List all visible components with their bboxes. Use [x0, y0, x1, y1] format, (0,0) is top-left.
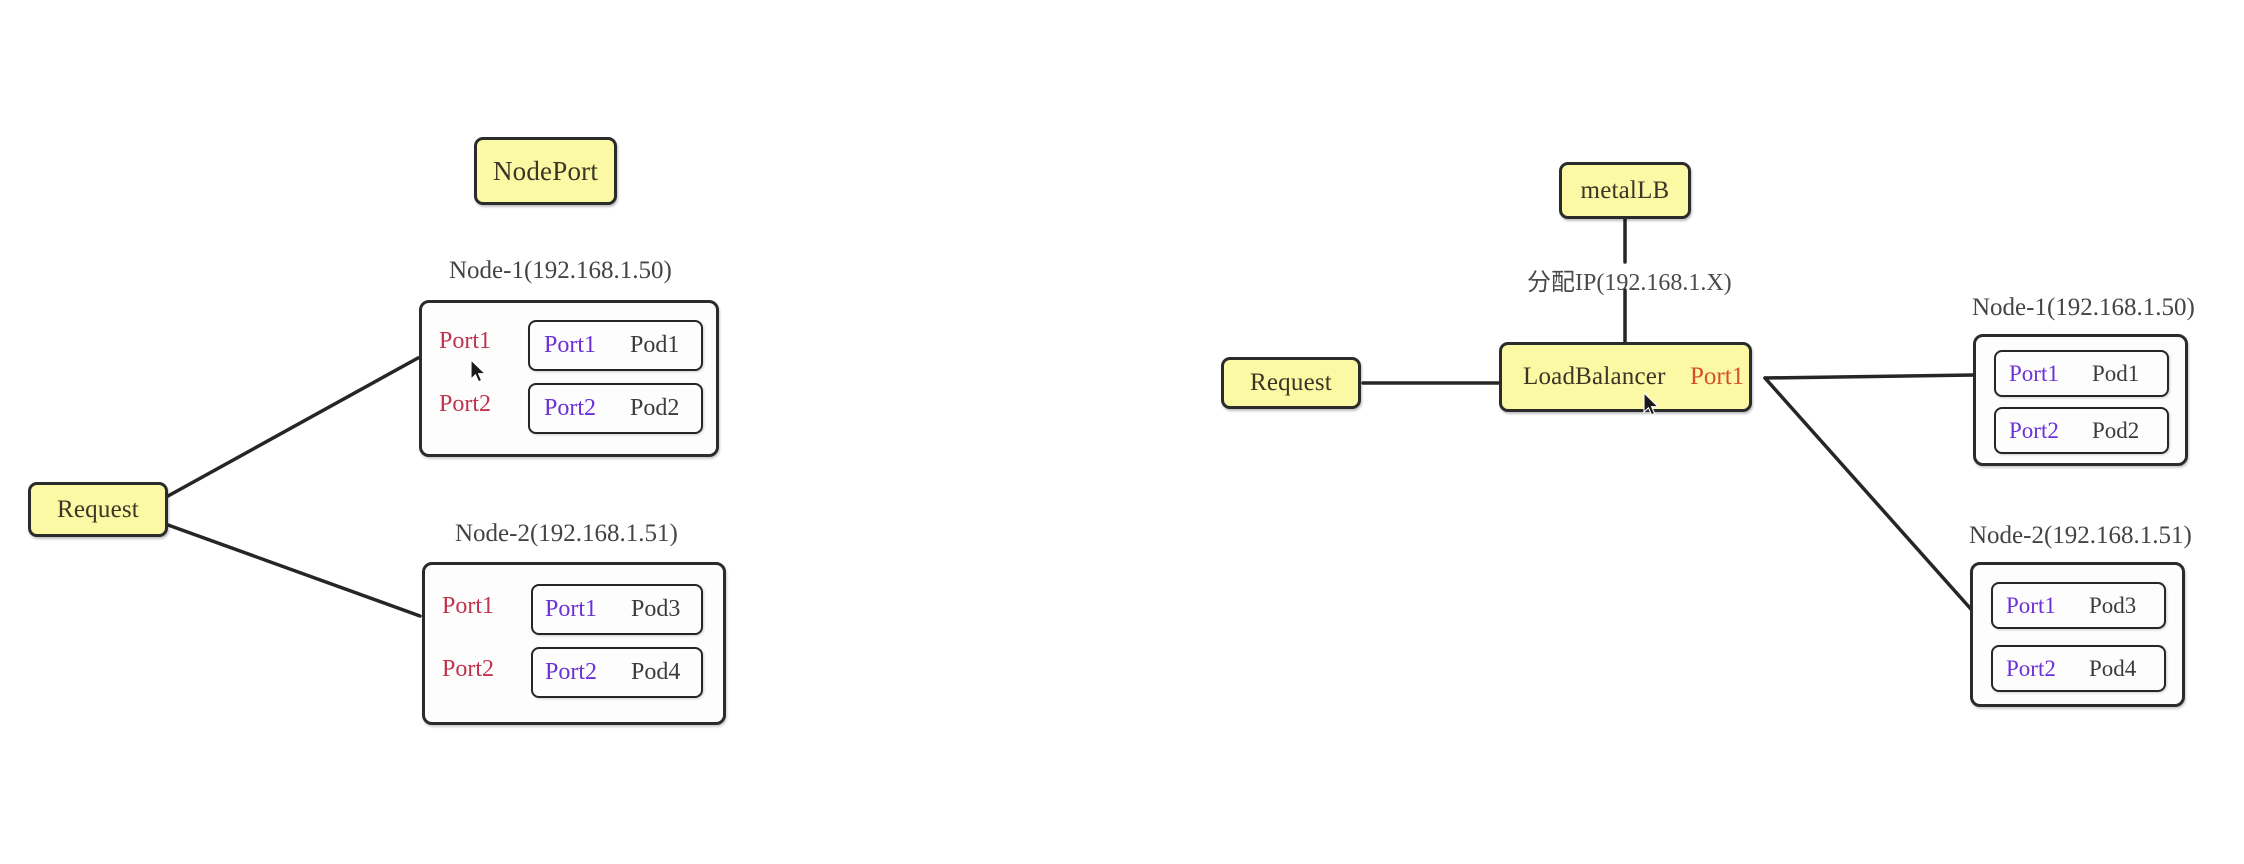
left-node2-pod-2[interactable]: Port2 Pod4: [531, 647, 703, 698]
left-node1-pod-1[interactable]: Port1 Pod1: [528, 320, 703, 371]
left-node1-pod-2[interactable]: Port2 Pod2: [528, 383, 703, 434]
assign-ip-annotation: 分配IP(192.168.1.X): [1527, 270, 1732, 296]
left-node1-pod-1-port: Port1: [544, 332, 597, 358]
right-node1-header: Node-1(192.168.1.50): [1972, 294, 2195, 321]
right-node2-pod-1[interactable]: Port1 Pod3: [1991, 582, 2166, 629]
metallb-box[interactable]: metalLB: [1559, 162, 1691, 219]
loadbalancer-box-port: Port1: [1690, 363, 1745, 390]
nodeport-box-label: NodePort: [492, 155, 599, 186]
right-node2-pod-1-port: Port1: [2006, 592, 2056, 618]
right-node2-pod-2-name: Pod4: [2089, 655, 2137, 681]
left-node2-pod-2-name: Pod4: [631, 659, 681, 685]
right-node2-box: Port1 Pod3 Port2 Pod4: [1970, 562, 2185, 707]
left-node1-pod-1-name: Pod1: [630, 332, 680, 358]
left-node1-external-port-2: Port2: [439, 391, 492, 417]
request-box-left-label: Request: [57, 495, 139, 523]
right-node1-box: Port1 Pod1 Port2 Pod2: [1973, 334, 2188, 466]
left-node1-header: Node-1(192.168.1.50): [449, 257, 672, 284]
left-node2-external-port-1: Port1: [442, 593, 495, 619]
metallb-box-label: metalLB: [1580, 176, 1670, 204]
left-node2-header: Node-2(192.168.1.51): [455, 520, 678, 547]
right-node1-pod-2[interactable]: Port2 Pod2: [1994, 407, 2169, 454]
loadbalancer-box-label: LoadBalancer: [1523, 363, 1666, 390]
right-node1-pod-1-port: Port1: [2009, 360, 2059, 386]
left-node1-external-port-1: Port1: [439, 328, 492, 354]
right-node2-pod-2-port: Port2: [2006, 655, 2056, 681]
line-loadbalancer-to-node1: [1763, 373, 1976, 380]
left-node2-pod-1[interactable]: Port1 Pod3: [531, 584, 703, 635]
right-node2-pod-2[interactable]: Port2 Pod4: [1991, 645, 2166, 692]
left-node2-box: Port1 Port2 Port1 Pod3 Port2 Pod4: [422, 562, 726, 725]
right-node1-pod-1-name: Pod1: [2092, 360, 2140, 386]
right-node1-pod-2-name: Pod2: [2092, 417, 2140, 443]
right-node1-pod-2-port: Port2: [2009, 417, 2059, 443]
line-loadbalancer-to-node2: [1763, 376, 1980, 619]
request-box-right[interactable]: Request: [1221, 357, 1361, 409]
nodeport-box[interactable]: NodePort: [474, 137, 617, 205]
request-box-right-label: Request: [1250, 369, 1332, 396]
left-node1-box: Port1 Port2 Port1 Pod1 Port2 Pod2: [419, 300, 719, 457]
left-node2-pod-2-port: Port2: [545, 659, 598, 685]
request-box-left[interactable]: Request: [28, 482, 168, 537]
left-node2-pod-1-port: Port1: [545, 596, 598, 622]
left-node1-pod-2-name: Pod2: [630, 395, 680, 421]
line-request-to-node2: [166, 523, 422, 618]
loadbalancer-box[interactable]: LoadBalancer Port1: [1499, 342, 1752, 412]
line-request-to-node1: [166, 356, 420, 498]
left-node2-pod-1-name: Pod3: [631, 596, 681, 622]
right-node2-header: Node-2(192.168.1.51): [1969, 522, 2192, 549]
left-node1-pod-2-port: Port2: [544, 395, 597, 421]
right-node2-pod-1-name: Pod3: [2089, 592, 2137, 618]
right-node1-pod-1[interactable]: Port1 Pod1: [1994, 350, 2169, 397]
left-node2-external-port-2: Port2: [442, 656, 495, 682]
